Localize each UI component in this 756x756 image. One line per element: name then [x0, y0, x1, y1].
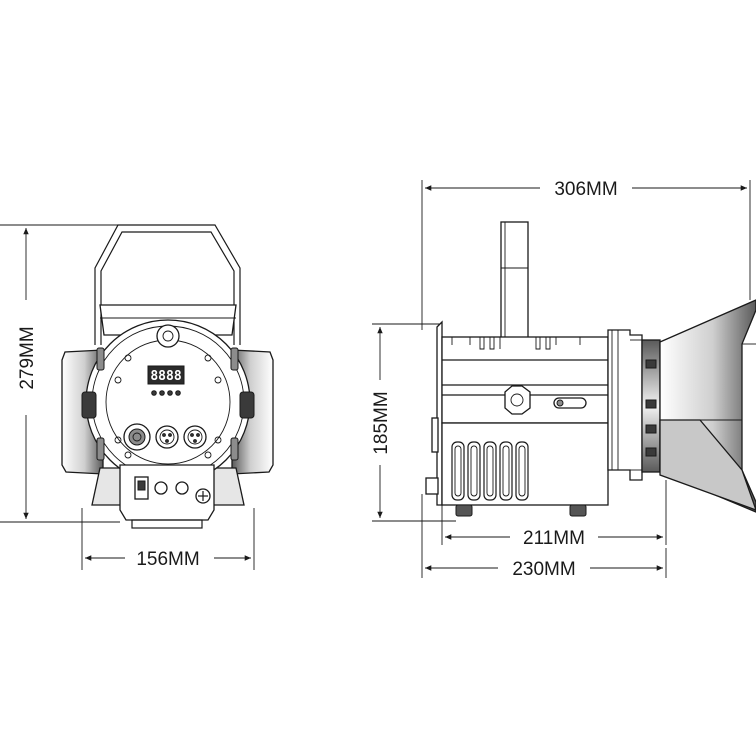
front-height-label: 279MM [17, 326, 38, 389]
front-ground-screw [195, 488, 211, 504]
side-body-length-label: 211MM [523, 528, 585, 549]
side-base-length-dimension: 230MM [421, 494, 667, 580]
front-width-dimension: 156MM [81, 508, 255, 570]
front-top-ring [156, 324, 180, 348]
front-led-display [147, 365, 185, 385]
front-width-label: 156MM [136, 549, 199, 570]
side-front-foot [569, 504, 587, 517]
side-rear-foot [455, 504, 473, 517]
side-height-label: 185MM [371, 391, 392, 454]
front-left-knob [81, 391, 97, 419]
front-fuse-holder-left [154, 481, 168, 495]
front-screws [114, 354, 222, 459]
front-menu-buttons [151, 390, 181, 396]
side-upper-fins [451, 337, 581, 350]
side-length-dimension: 306MM [421, 179, 751, 330]
front-dmx-out-connector [183, 425, 207, 449]
front-led-display-readout: 8888 [150, 369, 181, 384]
side-vent-slots [451, 441, 529, 501]
front-power-in-connector [123, 423, 151, 451]
side-base-length-label: 230MM [512, 559, 575, 580]
front-height-dimension: 279MM [0, 224, 120, 523]
side-tilt-knob [504, 385, 531, 415]
front-yoke [94, 224, 241, 345]
side-view [425, 221, 756, 517]
front-dmx-in-connector [155, 425, 179, 449]
side-height-dimension: 185MM [371, 323, 456, 522]
side-lens-housing [607, 329, 643, 481]
front-right-knob [239, 391, 255, 419]
side-body-length-dimension: 211MM [441, 480, 667, 549]
front-view: 8888 [61, 224, 274, 529]
front-fuse-holder-right [175, 481, 189, 495]
side-length-label: 306MM [554, 179, 617, 200]
